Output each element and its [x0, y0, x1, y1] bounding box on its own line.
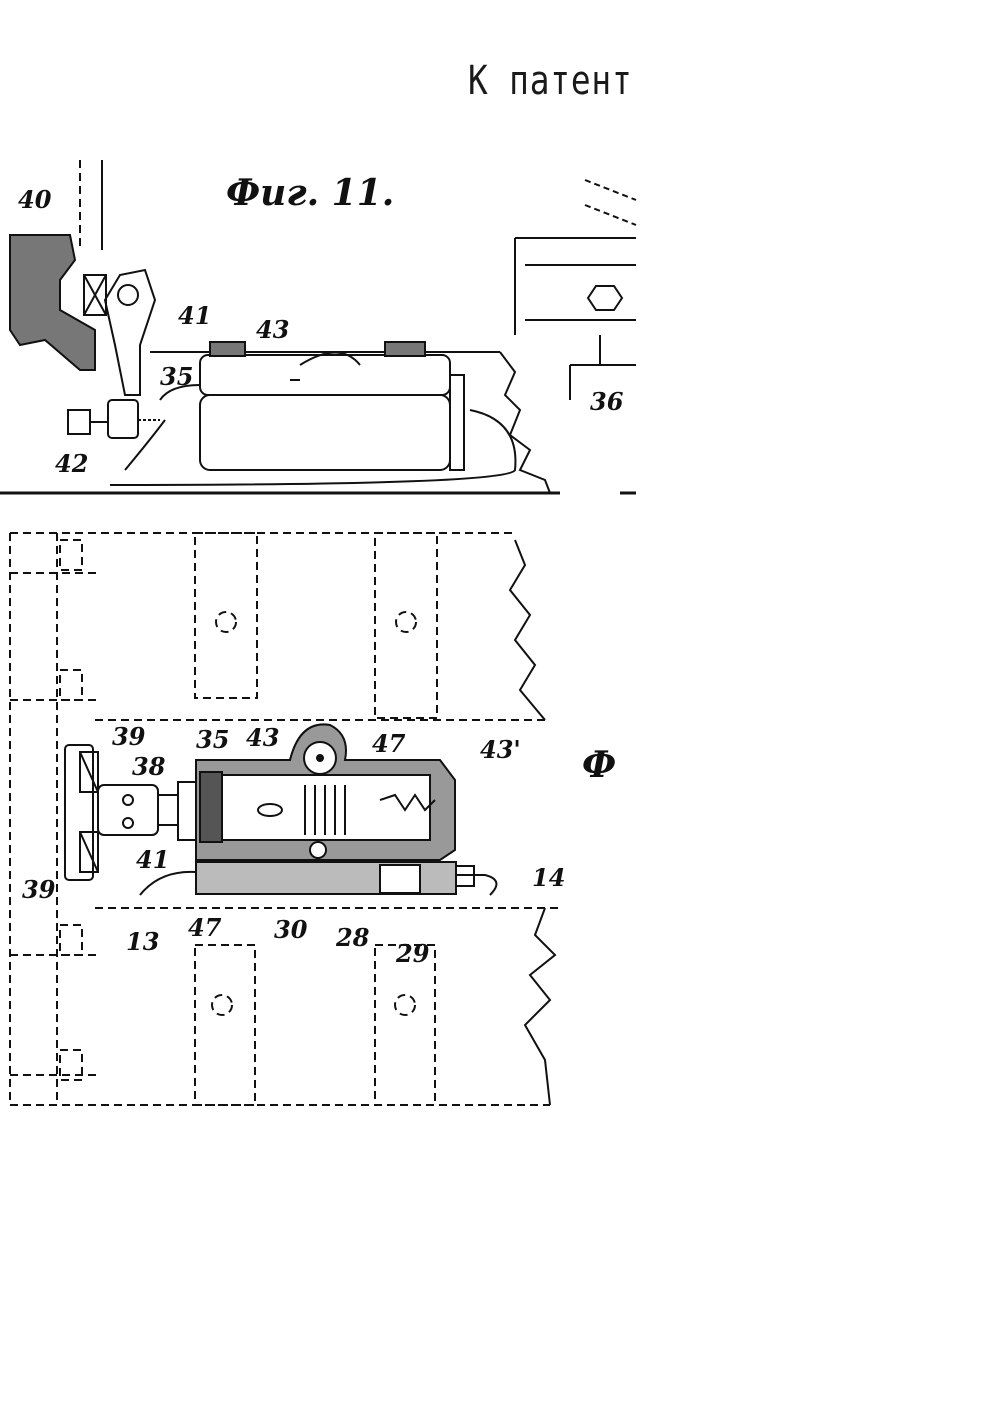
label-30: 30: [274, 918, 307, 942]
label-47-top: 47: [372, 732, 405, 756]
figure-11-drawing: [0, 160, 636, 493]
label-38: 38: [132, 755, 165, 779]
label-39-bottom: 39: [22, 878, 55, 902]
label-29: 29: [396, 942, 429, 966]
label-28: 28: [336, 926, 369, 950]
figure-12-valve: [65, 540, 555, 1105]
label-40: 40: [18, 188, 51, 212]
label-43-prime: 43': [480, 738, 521, 762]
label-39-top: 39: [112, 725, 145, 749]
label-36: 36: [590, 390, 623, 414]
label-43: 43: [256, 318, 289, 342]
label-41: 41: [178, 304, 211, 328]
label-41-plan: 41: [136, 848, 169, 872]
label-35-plan: 35: [196, 728, 229, 752]
label-35: 35: [160, 365, 193, 389]
label-42: 42: [55, 452, 88, 476]
label-47-bottom: 47: [188, 916, 221, 940]
label-14: 14: [532, 866, 565, 890]
label-43-plan: 43: [246, 726, 279, 750]
label-13: 13: [126, 930, 159, 954]
